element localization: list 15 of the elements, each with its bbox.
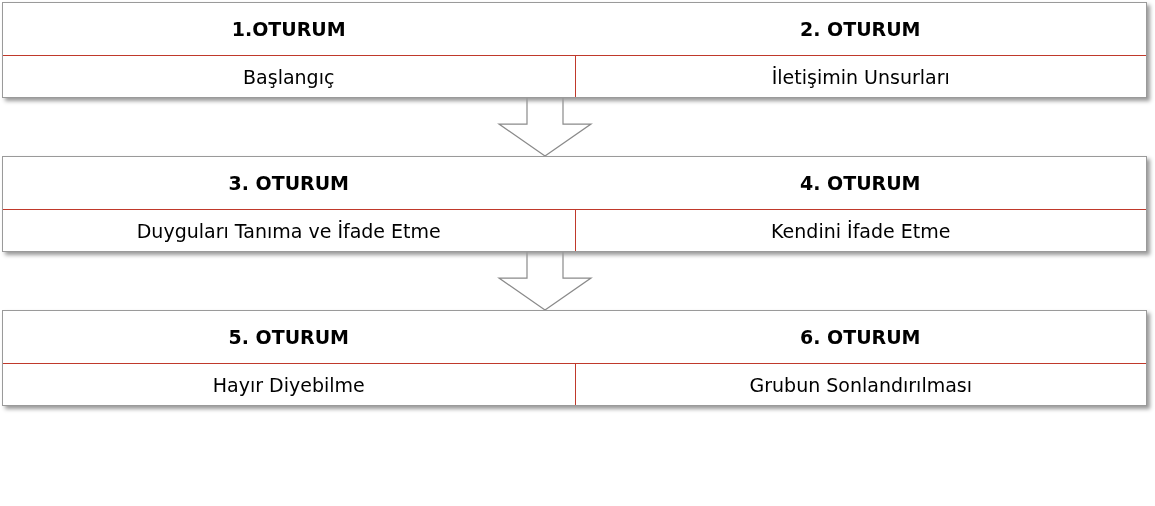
session-panel [2,156,1147,252]
session-panel [2,2,1147,98]
session-topic: Duyguları Tanıma ve İfade Etme [136,219,441,242]
session-title: 4. OTURUM [799,172,921,194]
session-title: 2. OTURUM [799,18,921,40]
session-topic: Grubun Sonlandırılması [749,373,972,396]
session-title: 3. OTURUM [228,172,350,194]
session-title: 1.OTURUM [231,18,346,40]
session-title: 6. OTURUM [799,326,921,348]
session-title: 5. OTURUM [228,326,350,348]
session-topic: İletişimin Unsurları [771,65,950,88]
session-panel [2,310,1147,406]
session-topic: Başlangıç [243,65,335,88]
session-topic: Kendini İfade Etme [771,219,951,242]
session-topic: Hayır Diyebilme [212,373,365,396]
